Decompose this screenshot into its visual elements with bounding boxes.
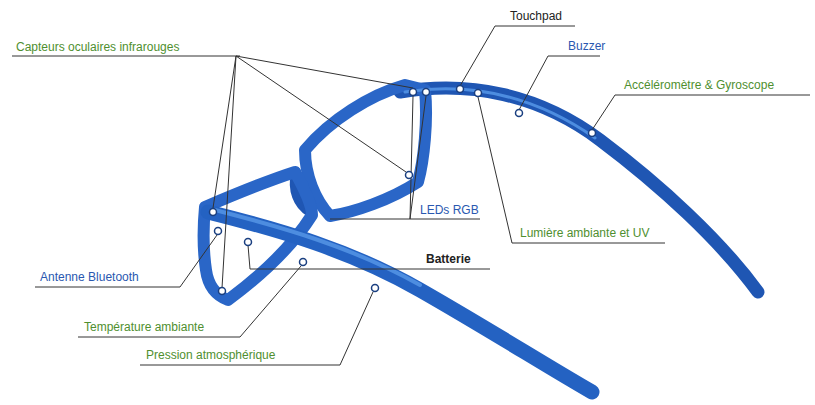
part-label: Pression atmosphérique — [144, 348, 277, 362]
sensor-dots — [210, 86, 596, 295]
part-label: Batterie — [424, 252, 473, 266]
part-label: Température ambiante — [82, 320, 206, 334]
part-label: Antenne Bluetooth — [38, 270, 141, 284]
part-label: Lumière ambiante et UV — [518, 226, 651, 240]
temple-highlight — [405, 89, 595, 138]
part-label: Touchpad — [508, 9, 564, 23]
far-lens-rim — [305, 85, 426, 216]
part-label: LEDs RGB — [418, 203, 481, 217]
far-temple — [400, 88, 758, 292]
part-label: Capteurs oculaires infrarouges — [14, 40, 181, 54]
part-label: Buzzer — [566, 39, 607, 53]
temple-highlight — [215, 210, 420, 285]
leader-lines — [12, 26, 810, 365]
part-label: Accéléromètre & Gyroscope — [622, 78, 776, 92]
